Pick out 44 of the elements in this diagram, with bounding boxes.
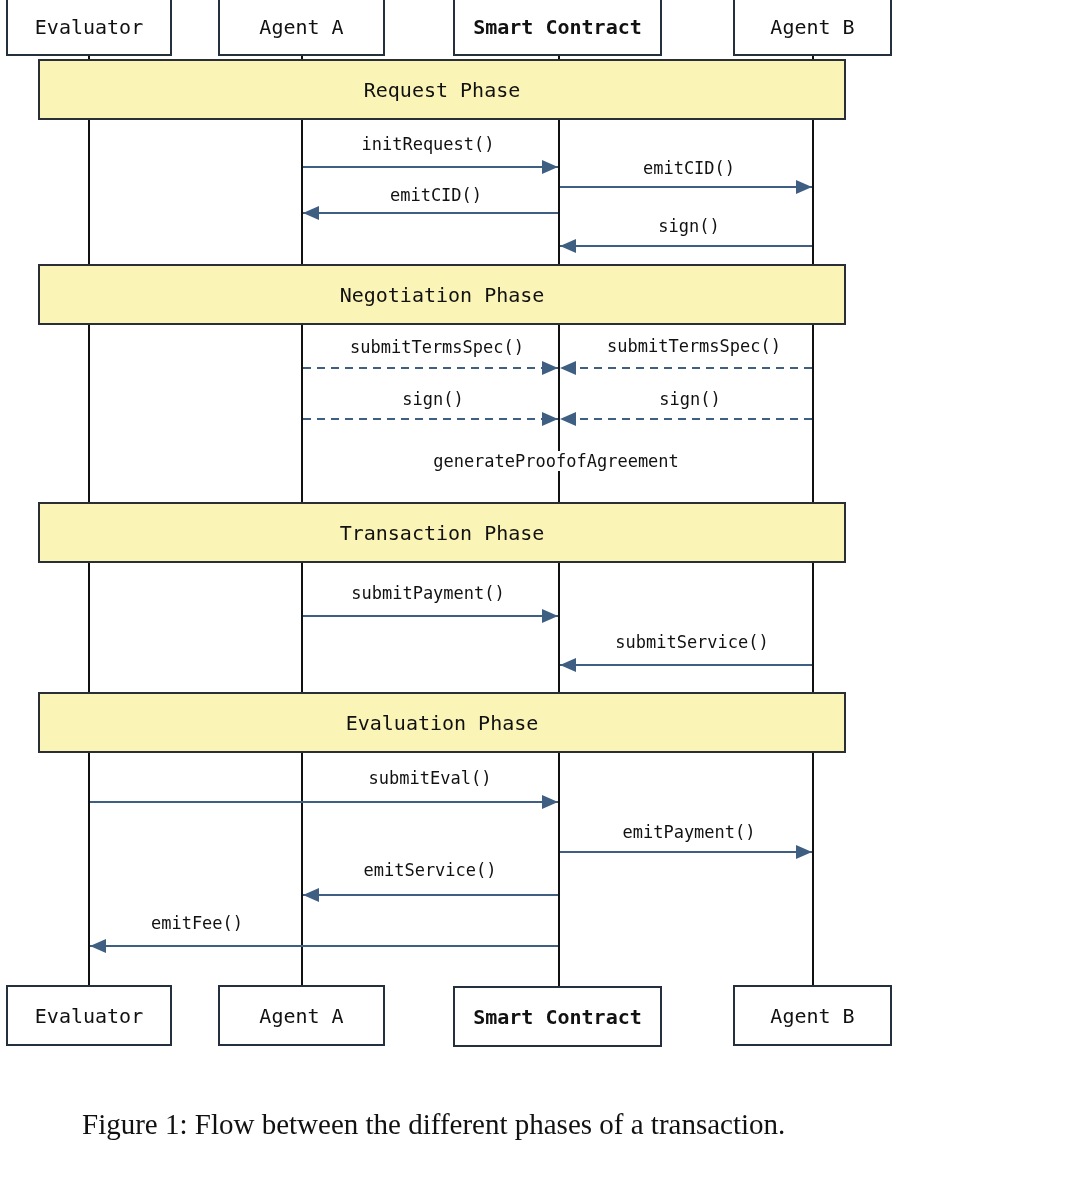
participant-name: Smart Contract — [473, 1004, 642, 1029]
lifeline — [812, 56, 814, 985]
participant-box — [453, 986, 662, 1047]
phase-band — [38, 59, 846, 120]
phase-title: Evaluation Phase — [345, 710, 539, 735]
participant-box — [453, 0, 662, 56]
phase-title: Transaction Phase — [339, 520, 545, 545]
message-arrow — [559, 239, 813, 253]
participant-box — [6, 0, 172, 56]
participant-name: Agent B — [770, 15, 855, 39]
participant-name: Agent B — [770, 1003, 855, 1028]
participant-name: Agent A — [259, 1003, 344, 1028]
participant-name: Smart Contract — [473, 15, 642, 39]
phase-title: Negotiation Phase — [339, 282, 545, 307]
participant-box — [218, 985, 385, 1046]
phase-band — [38, 264, 846, 325]
participant-box — [6, 985, 172, 1046]
phase-band — [38, 692, 846, 753]
message-arrow — [302, 888, 559, 902]
phase-title: Request Phase — [363, 77, 521, 102]
participant-box — [218, 0, 385, 56]
participant-box — [733, 0, 892, 56]
message-arrow — [559, 845, 813, 859]
message-arrow — [89, 939, 559, 953]
message-arrow — [302, 412, 559, 426]
phase-band — [38, 502, 846, 563]
lifeline — [558, 56, 560, 986]
message-arrow — [302, 160, 559, 174]
lifeline — [301, 56, 303, 985]
participant-box — [733, 985, 892, 1046]
message-arrow — [559, 361, 813, 375]
message-arrow — [559, 658, 813, 672]
message-arrow — [302, 206, 559, 220]
action-label: generateProofofAgreement — [431, 451, 681, 471]
message-arrow — [559, 412, 813, 426]
figure-caption: Figure 1: Flow between the different phases of a transaction. — [82, 1108, 786, 1141]
lifeline — [88, 56, 90, 985]
message-arrow — [302, 361, 559, 375]
message-arrow — [559, 180, 813, 194]
message-arrow — [89, 795, 559, 809]
message-arrow — [302, 609, 559, 623]
participant-name: Evaluator — [34, 1003, 144, 1028]
participant-name: Evaluator — [34, 15, 144, 39]
participant-name: Agent A — [259, 15, 344, 39]
